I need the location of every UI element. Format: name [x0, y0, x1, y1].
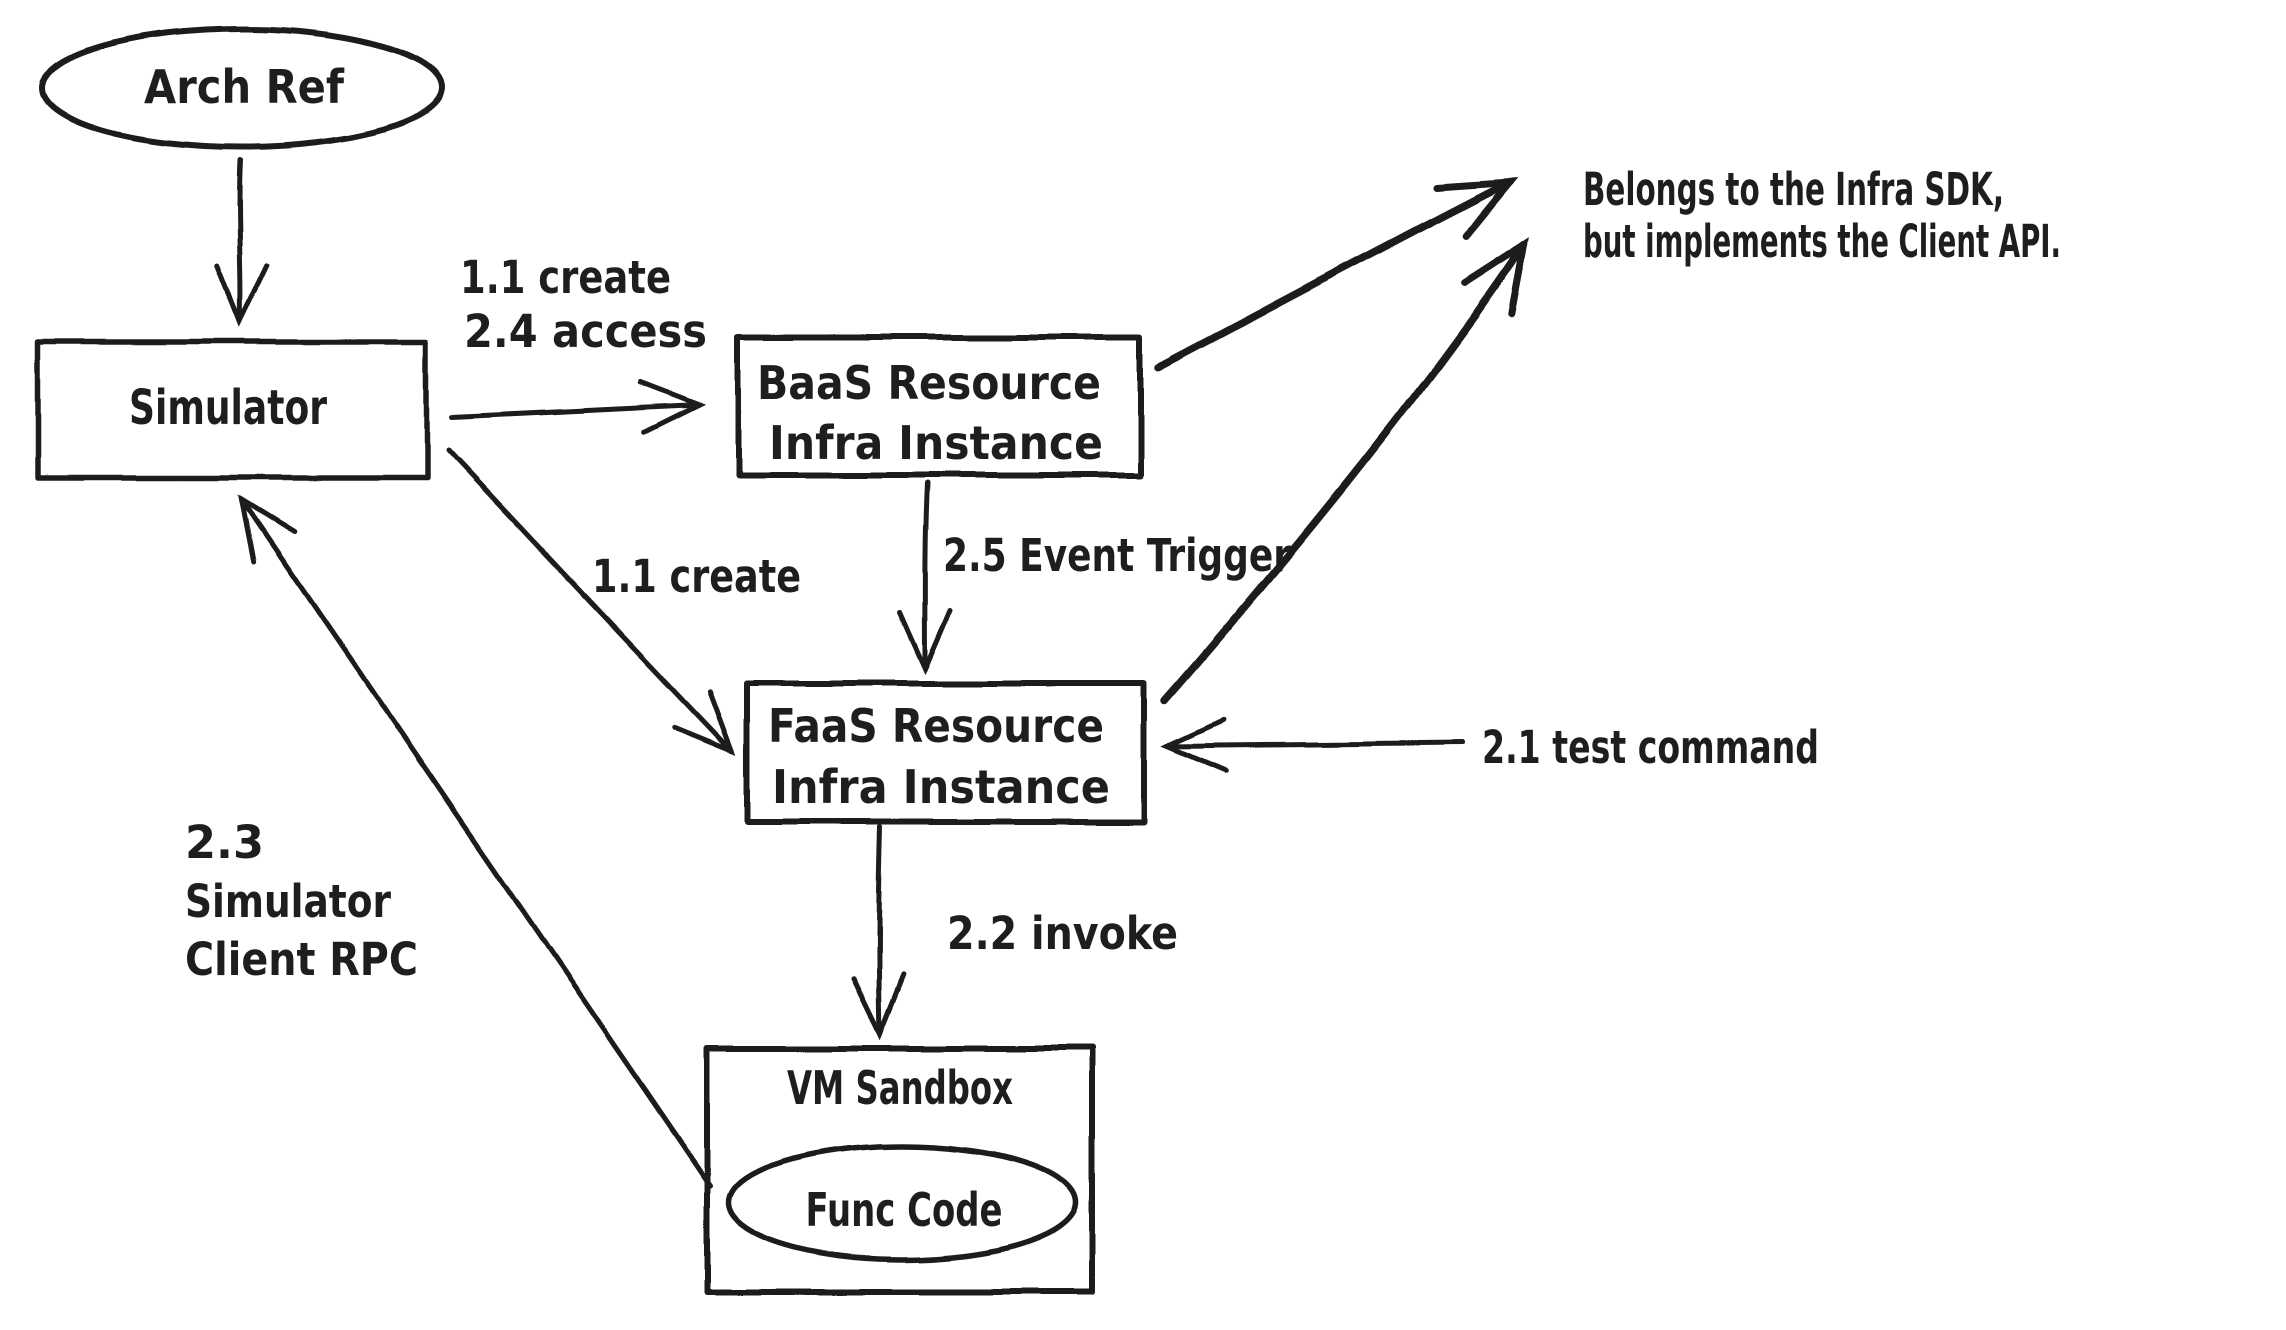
edge-baas-to-annotation	[1154, 177, 1518, 371]
label-test-command: 2.1 test command	[1482, 721, 1819, 774]
annotation-line1: Belongs to the Infra SDK,	[1583, 163, 2004, 216]
simulator-label: Simulator	[129, 380, 327, 436]
label-rpc-line3: Client RPC	[185, 933, 418, 986]
vm-sandbox-label: VM Sandbox	[787, 1061, 1013, 1115]
edge-faas-to-vmsandbox	[850, 824, 906, 1041]
label-create-access-line1: 1.1 create	[460, 251, 671, 304]
simulator-box	[34, 339, 430, 481]
edge-testcommand-to-faas	[1161, 717, 1465, 773]
label-create: 1.1 create	[592, 550, 801, 603]
label-rpc-line2: Simulator	[185, 875, 392, 928]
func-code-label: Func Code	[806, 1183, 1003, 1237]
baas-label-line2: Infra Instance	[769, 416, 1103, 470]
faas-box	[744, 680, 1148, 825]
label-create-access-line2: 2.4 access	[464, 305, 707, 358]
annotation-line2: but implements the Client API.	[1583, 215, 2061, 268]
faas-label-line1: FaaS Resource	[768, 699, 1104, 753]
edge-simulator-to-faas	[445, 447, 737, 756]
label-rpc-line1: 2.3	[185, 816, 264, 869]
faas-label-line2: Infra Instance	[772, 760, 1110, 814]
baas-label-line1: BaaS Resource	[757, 356, 1101, 410]
edge-baas-to-faas	[897, 480, 953, 675]
label-invoke: 2.2 invoke	[947, 907, 1178, 960]
edge-faas-to-annotation	[1161, 236, 1529, 704]
edge-archref-to-simulator	[214, 157, 270, 329]
edge-simulator-to-baas	[449, 379, 707, 435]
arch-ref-label: Arch Ref	[144, 60, 345, 114]
edge-vmsandbox-to-simulator	[238, 494, 713, 1189]
arch-ref-ellipse	[39, 26, 445, 150]
baas-box	[735, 334, 1143, 478]
func-code-ellipse	[725, 1143, 1079, 1263]
label-event-trigger: 2.5 Event Trigger	[943, 529, 1292, 582]
